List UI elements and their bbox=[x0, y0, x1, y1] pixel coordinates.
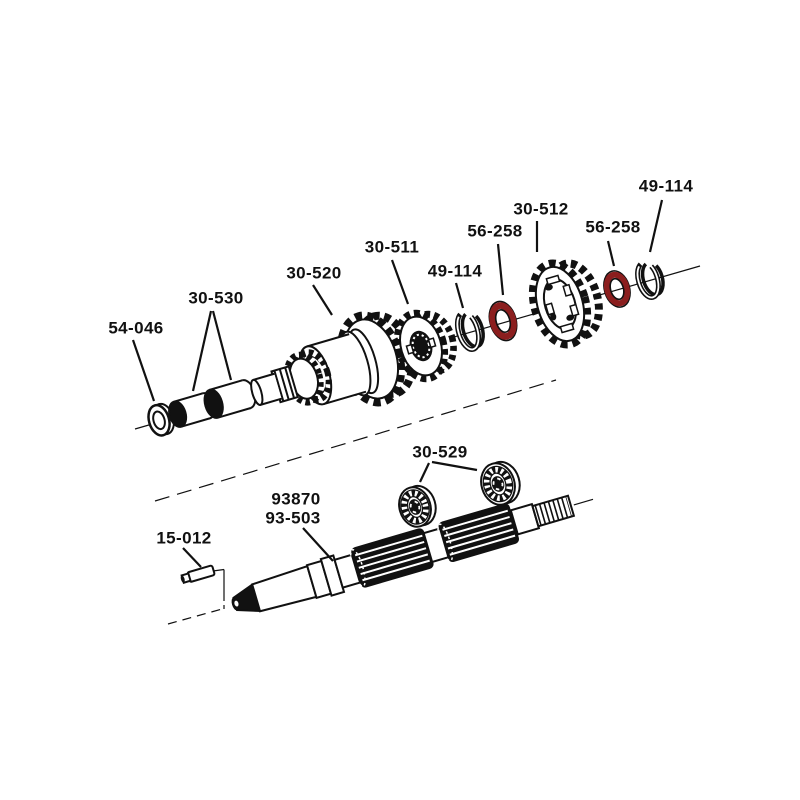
callout-49-114-top-right: 49-114 bbox=[638, 176, 694, 196]
bushing-30-530-b bbox=[203, 379, 257, 419]
callout-30-512: 30-512 bbox=[513, 199, 569, 219]
thrust-washer-56-258-a bbox=[488, 300, 518, 342]
callout-leader-lines bbox=[131, 199, 664, 568]
callout-15-012: 15-012 bbox=[156, 528, 212, 548]
pin-reference-lines bbox=[167, 568, 225, 625]
snap-ring-49-114-a bbox=[454, 310, 485, 352]
callout-49-114-mid: 49-114 bbox=[427, 261, 483, 281]
snap-ring-49-114-b bbox=[635, 260, 665, 300]
leader-30-529-left bbox=[419, 462, 430, 483]
callout-56-258-mid: 56-258 bbox=[467, 221, 523, 241]
leader-56-258-right bbox=[606, 240, 616, 267]
leader-49-114-mid bbox=[454, 282, 465, 309]
callout-30-511: 30-511 bbox=[364, 237, 420, 257]
leader-93-503 bbox=[302, 527, 334, 562]
pin-15-012 bbox=[180, 564, 216, 584]
callout-30-530: 30-530 bbox=[188, 288, 244, 308]
leader-56-258-mid bbox=[496, 243, 505, 296]
leader-30-530-left bbox=[191, 310, 213, 392]
needle-bearing-30-529-a bbox=[398, 484, 437, 528]
thrust-washer-56-258-b bbox=[603, 270, 631, 308]
callout-56-258-right: 56-258 bbox=[585, 217, 641, 237]
leader-30-530-right bbox=[211, 310, 233, 381]
separator-dashed-line bbox=[154, 379, 557, 502]
leader-54-046 bbox=[131, 339, 156, 402]
leader-49-114-top-right bbox=[648, 199, 664, 253]
callout-93-503: 93-503 bbox=[265, 508, 321, 528]
leader-30-520 bbox=[312, 284, 333, 316]
leader-30-529-right bbox=[431, 460, 478, 472]
leader-30-511 bbox=[390, 259, 410, 305]
callout-54-046: 54-046 bbox=[108, 318, 164, 338]
mainshaft-93870-93-503 bbox=[231, 494, 594, 613]
gear-30-511 bbox=[393, 309, 457, 383]
washer-54-046 bbox=[147, 402, 175, 437]
gear-30-512 bbox=[528, 259, 603, 349]
needle-bearing-30-529-b bbox=[480, 460, 521, 506]
callout-30-520: 30-520 bbox=[286, 263, 342, 283]
cluster-gear-30-520 bbox=[250, 311, 416, 407]
callout-30-529: 30-529 bbox=[412, 442, 468, 462]
callout-93870: 93870 bbox=[271, 489, 321, 509]
leader-15-012 bbox=[182, 547, 202, 568]
